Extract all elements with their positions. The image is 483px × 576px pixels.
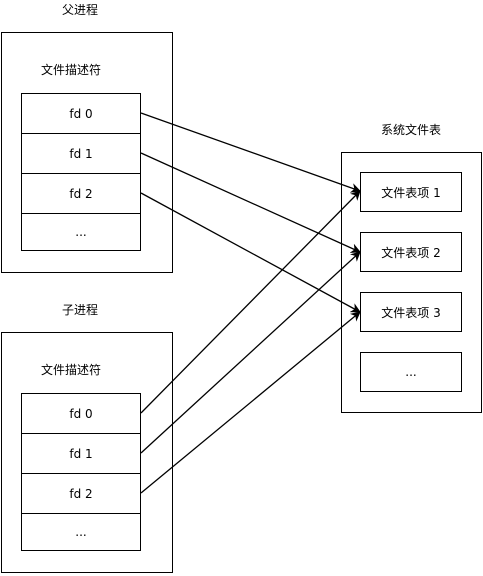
- parent-fd-more: ...: [21, 213, 141, 251]
- arrow-parent-fd1-to-entry2: [140, 152, 361, 253]
- parent-fd-table-label: 文件描述符: [41, 63, 102, 77]
- parent-fd-2: fd 2: [21, 173, 141, 214]
- file-table-entry-3: 文件表项 3: [360, 292, 462, 332]
- arrow-child-fd2-to-entry3: [140, 311, 361, 494]
- file-table-entry-1: 文件表项 1: [360, 172, 462, 212]
- child-process-title: 子进程: [62, 303, 99, 317]
- child-fd-0: fd 0: [21, 393, 141, 434]
- parent-process-title: 父进程: [62, 3, 99, 17]
- child-fd-1: fd 1: [21, 433, 141, 474]
- child-fd-table-label: 文件描述符: [41, 363, 102, 377]
- arrow-child-fd0-to-entry1: [140, 190, 361, 414]
- arrow-parent-fd2-to-entry3: [140, 192, 361, 313]
- child-fd-more: ...: [21, 513, 141, 551]
- arrow-child-fd1-to-entry2: [140, 251, 361, 454]
- file-table-entry-more: ...: [360, 352, 462, 392]
- system-file-table-title: 系统文件表: [381, 123, 442, 137]
- parent-fd-0: fd 0: [21, 93, 141, 134]
- arrow-parent-fd0-to-entry1: [140, 112, 361, 193]
